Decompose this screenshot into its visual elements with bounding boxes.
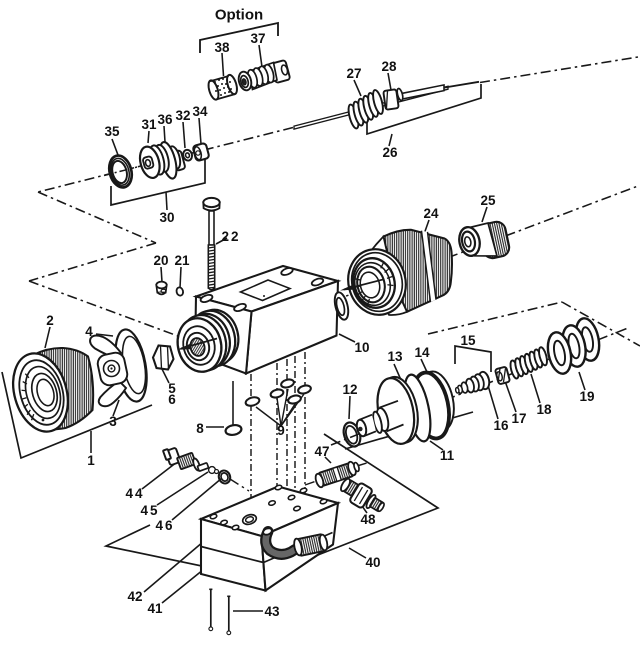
- svg-text:6: 6: [168, 392, 176, 407]
- svg-text:10: 10: [354, 340, 369, 355]
- svg-text:48: 48: [360, 512, 376, 527]
- svg-text:26: 26: [382, 145, 398, 160]
- svg-text:8: 8: [196, 421, 204, 436]
- svg-text:35: 35: [104, 124, 120, 139]
- svg-text:25: 25: [480, 193, 496, 208]
- svg-text:22: 22: [221, 229, 240, 244]
- svg-text:3: 3: [109, 414, 117, 429]
- svg-text:2: 2: [46, 313, 54, 328]
- svg-text:42: 42: [127, 589, 142, 604]
- svg-text:32: 32: [175, 108, 190, 123]
- svg-text:14: 14: [414, 345, 430, 360]
- svg-text:13: 13: [387, 349, 403, 364]
- svg-text:38: 38: [214, 40, 230, 55]
- svg-text:9: 9: [277, 423, 285, 438]
- svg-text:19: 19: [579, 389, 594, 404]
- svg-text:18: 18: [536, 402, 552, 417]
- svg-text:30: 30: [159, 210, 174, 225]
- svg-text:40: 40: [365, 555, 380, 570]
- svg-text:17: 17: [511, 411, 526, 426]
- svg-text:20: 20: [153, 253, 168, 268]
- svg-text:21: 21: [174, 253, 190, 268]
- svg-text:43: 43: [264, 604, 280, 619]
- svg-text:27: 27: [346, 66, 361, 81]
- svg-text:34: 34: [192, 104, 208, 119]
- svg-text:16: 16: [493, 418, 509, 433]
- svg-text:36: 36: [157, 112, 173, 127]
- svg-text:37: 37: [250, 31, 265, 46]
- svg-text:47: 47: [314, 444, 329, 459]
- svg-text:31: 31: [141, 117, 157, 132]
- svg-text:28: 28: [381, 59, 397, 74]
- svg-text:1: 1: [87, 453, 95, 468]
- svg-text:44: 44: [125, 486, 144, 501]
- svg-text:Option: Option: [215, 6, 263, 23]
- svg-text:4: 4: [85, 324, 93, 339]
- svg-text:5: 5: [168, 381, 176, 396]
- svg-text:24: 24: [423, 206, 439, 221]
- svg-text:41: 41: [147, 601, 163, 616]
- svg-text:46: 46: [155, 518, 174, 533]
- svg-text:15: 15: [460, 333, 476, 348]
- svg-text:12: 12: [342, 382, 357, 397]
- svg-text:11: 11: [440, 448, 455, 463]
- svg-text:45: 45: [140, 503, 159, 518]
